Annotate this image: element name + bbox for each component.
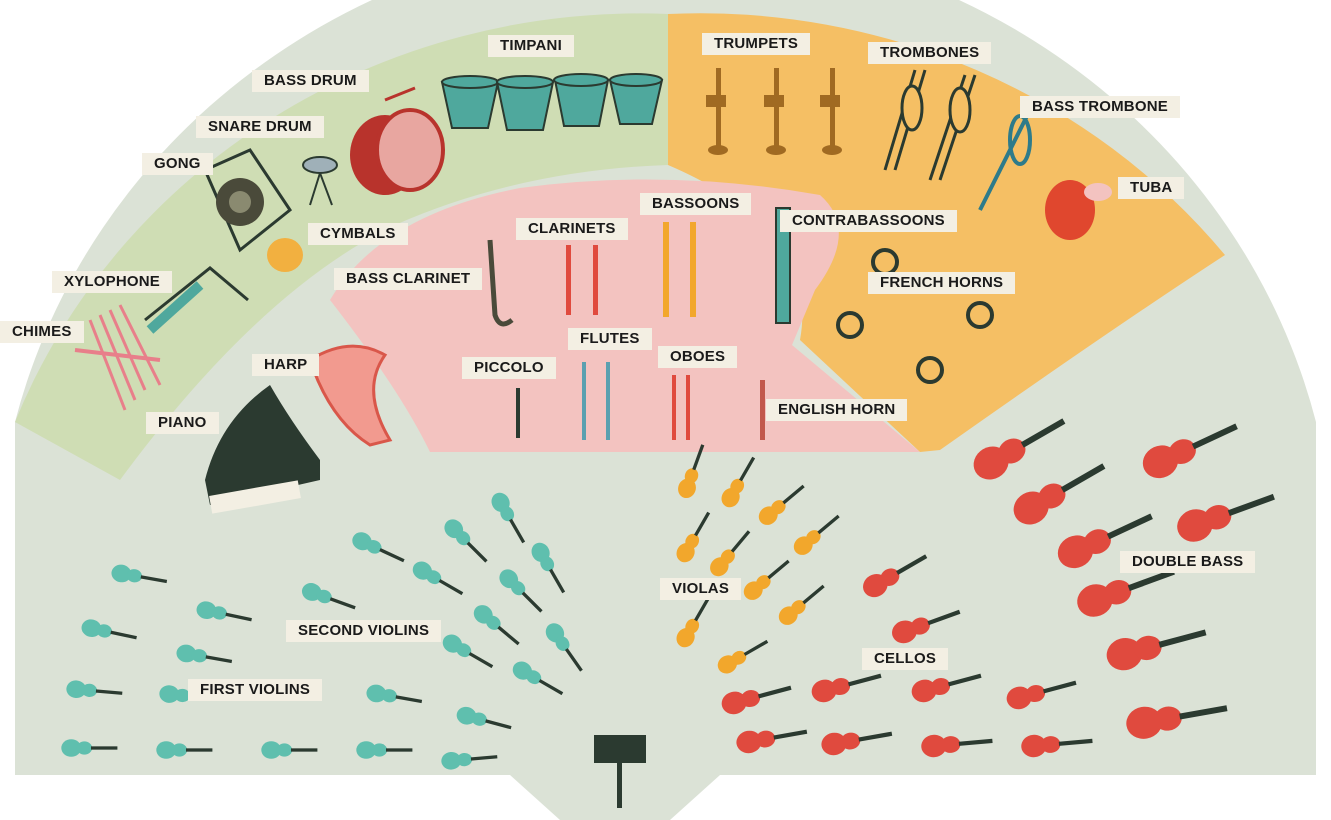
french-horns-label: FRENCH HORNS <box>868 272 1015 294</box>
cymbals-icon <box>267 238 303 272</box>
tuba-label: TUBA <box>1118 177 1184 199</box>
oboes-label: OBOES <box>658 346 737 368</box>
bass-drum-label: BASS DRUM <box>252 70 369 92</box>
snare-drum-label: SNARE DRUM <box>196 116 324 138</box>
flutes-label: FLUTES <box>568 328 652 350</box>
contrabassoons-label: CONTRABASSOONS <box>780 210 957 232</box>
piccolo-label: PICCOLO <box>462 357 556 379</box>
harp-label: HARP <box>252 354 319 376</box>
second-violins-label: SECOND VIOLINS <box>286 620 441 642</box>
cellos-label: CELLOS <box>862 648 948 670</box>
bass-clarinet-label: BASS CLARINET <box>334 268 482 290</box>
cymbals-label: CYMBALS <box>308 223 408 245</box>
bassoons-label: BASSOONS <box>640 193 751 215</box>
trombones-label: TROMBONES <box>868 42 991 64</box>
piano-label: PIANO <box>146 412 219 434</box>
gong-label: GONG <box>142 153 213 175</box>
piccolo-icon <box>516 388 520 438</box>
timpani-label: TIMPANI <box>488 35 574 57</box>
english-horn-icon <box>760 380 765 440</box>
violas-label: VIOLAS <box>660 578 741 600</box>
english-horn-label: ENGLISH HORN <box>766 399 907 421</box>
double-bass-label: DOUBLE BASS <box>1120 551 1255 573</box>
xylophone-label: XYLOPHONE <box>52 271 172 293</box>
bass-trombone-label: BASS TROMBONE <box>1020 96 1180 118</box>
clarinets-label: CLARINETS <box>516 218 628 240</box>
chimes-label: CHIMES <box>0 321 84 343</box>
trumpets-label: TRUMPETS <box>702 33 810 55</box>
first-violins-label: FIRST VIOLINS <box>188 679 322 701</box>
